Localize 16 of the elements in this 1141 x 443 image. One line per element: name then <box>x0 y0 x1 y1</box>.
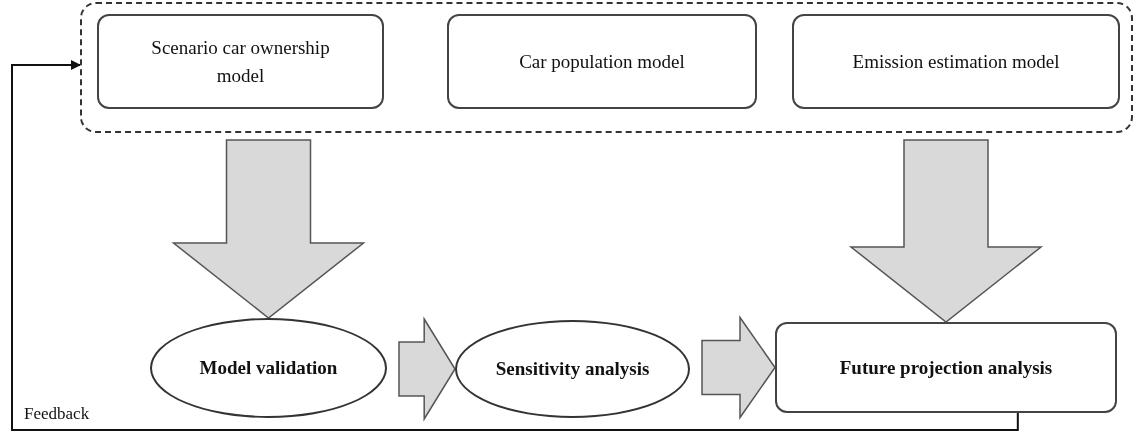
node-label: Emission estimation model <box>852 49 1060 74</box>
node-label: Model validation <box>199 356 338 380</box>
process-box <box>792 14 1120 109</box>
feedback-arrow <box>11 60 1019 431</box>
dashed-group-box <box>80 2 1133 133</box>
block-arrow <box>398 316 456 422</box>
node-label: Scenario car ownership model <box>150 35 331 88</box>
block-arrow <box>171 139 366 319</box>
block-arrow <box>848 139 1044 323</box>
process-box <box>447 14 757 109</box>
block-arrow <box>701 315 776 420</box>
node-label: Sensitivity analysis <box>495 357 650 381</box>
process-box <box>97 14 384 109</box>
node-label: Car population model <box>519 49 685 74</box>
node-label: Future projection analysis <box>839 355 1053 380</box>
process-box <box>775 322 1117 413</box>
